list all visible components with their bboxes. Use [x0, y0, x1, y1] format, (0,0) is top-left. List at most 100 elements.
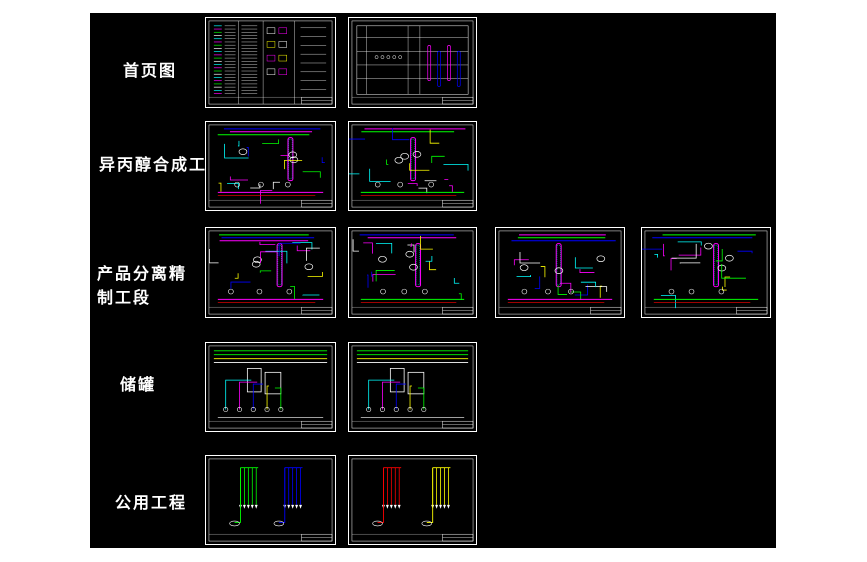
diagram-mark — [579, 269, 595, 273]
diagram-mark — [250, 504, 254, 509]
drawing-sheet-storage-2[interactable] — [348, 342, 477, 432]
diagram-mark — [259, 241, 276, 246]
diagram-mark — [721, 264, 746, 279]
section-label-separation: 产品分离精制工段 — [97, 264, 188, 307]
diagram-mark — [671, 243, 697, 259]
diagram-mark — [437, 50, 441, 87]
diagram-mark — [208, 124, 333, 208]
drawing-sheet-cover-index[interactable] — [348, 17, 477, 108]
diagram-mark — [382, 381, 401, 410]
diagram-mark — [208, 458, 333, 542]
diagram-mark — [427, 45, 432, 81]
diagram-mark — [642, 248, 663, 250]
diagram-mark — [227, 183, 239, 190]
diagram-mark — [670, 258, 677, 271]
diagram-mark — [372, 520, 383, 527]
drawing-sheet-separation-2[interactable] — [348, 227, 477, 318]
diagram-mark — [374, 181, 381, 188]
synthesis-2-pid-diagram — [349, 124, 474, 208]
diagram-mark — [421, 407, 427, 412]
diagram-mark — [377, 467, 384, 523]
diagram-mark — [260, 251, 277, 264]
diagram-mark — [264, 407, 270, 412]
diagram-mark — [580, 281, 597, 288]
storage-2-pid-diagram — [351, 345, 474, 429]
diagram-mark — [714, 245, 718, 285]
section-label-synthesis: 异丙醇合成工段 — [99, 155, 226, 174]
diagram-mark — [407, 244, 415, 253]
diagram-mark — [447, 45, 451, 81]
drawing-sheet-storage-1[interactable] — [205, 342, 336, 432]
diagram-mark — [429, 129, 440, 144]
diagram-mark — [280, 154, 289, 170]
diagram-mark — [228, 288, 234, 295]
diagram-mark — [429, 261, 437, 271]
diagram-mark — [371, 271, 373, 277]
diagram-mark — [420, 235, 433, 250]
diagram-mark — [417, 387, 425, 410]
diagram-mark — [351, 20, 474, 105]
diagram-mark — [366, 274, 369, 288]
diagram-mark — [278, 407, 284, 412]
diagram-mark — [218, 182, 222, 192]
diagram-mark — [644, 230, 768, 315]
diagram-mark — [258, 181, 264, 188]
section-label-storage: 储罐 — [120, 375, 157, 394]
diagram-mark — [368, 379, 395, 410]
diagram-mark — [266, 27, 276, 34]
diagram-mark — [266, 41, 276, 48]
diagram-mark — [411, 139, 415, 179]
diagram-mark — [295, 504, 299, 509]
diagram-mark — [446, 504, 450, 509]
drawing-sheet-separation-3[interactable] — [495, 227, 625, 318]
diagram-mark — [374, 55, 379, 59]
diagram-mark — [443, 504, 446, 509]
separation-3-pid-diagram — [498, 230, 622, 315]
diagram-mark — [540, 266, 546, 278]
drawing-sheet-utilities-1[interactable] — [205, 455, 336, 545]
diagram-mark — [304, 263, 314, 270]
diagram-mark — [678, 247, 702, 256]
drawing-sheet-separation-4[interactable] — [641, 227, 771, 318]
diagram-mark — [250, 407, 256, 412]
diagram-mark — [287, 504, 291, 509]
diagram-mark — [208, 345, 333, 429]
diagram-mark — [393, 504, 397, 509]
diagram-mark — [239, 381, 258, 410]
diagram-mark — [229, 176, 248, 181]
drawing-sheet-cover-legend[interactable] — [205, 17, 336, 108]
diagram-mark — [260, 190, 273, 204]
diagram-mark — [519, 252, 541, 264]
diagram-mark — [234, 273, 239, 279]
cover-index-diagram — [351, 20, 474, 105]
diagram-mark — [291, 504, 295, 509]
drawing-sheet-synthesis-2[interactable] — [348, 121, 477, 211]
drawing-sheet-separation-1[interactable] — [205, 227, 336, 318]
diagram-mark — [456, 50, 461, 87]
diagram-mark — [513, 259, 529, 266]
diagram-mark — [375, 242, 393, 254]
diagram-mark — [545, 288, 551, 295]
diagram-mark — [458, 293, 462, 301]
diagram-mark — [265, 250, 288, 264]
diagram-mark — [380, 288, 386, 295]
diagram-mark — [266, 54, 276, 62]
diagram-mark — [251, 260, 261, 268]
diagram-mark — [349, 173, 360, 175]
diagram-mark — [449, 185, 453, 192]
diagram-mark — [307, 272, 323, 277]
diagram-mark — [725, 254, 734, 262]
drawing-sheet-utilities-2[interactable] — [348, 455, 477, 545]
diagram-mark — [435, 504, 439, 509]
diagram-mark — [425, 256, 433, 262]
diagram-mark — [380, 55, 385, 59]
diagram-mark — [677, 241, 702, 246]
diagram-mark — [252, 383, 264, 410]
diagram-mark — [302, 171, 321, 178]
diagram-mark — [289, 156, 299, 164]
diagram-mark — [394, 156, 404, 164]
diagram-mark — [278, 467, 286, 523]
diagram-mark — [259, 270, 272, 273]
diagram-mark — [349, 138, 366, 140]
drawing-sheet-synthesis-1[interactable] — [205, 121, 336, 211]
